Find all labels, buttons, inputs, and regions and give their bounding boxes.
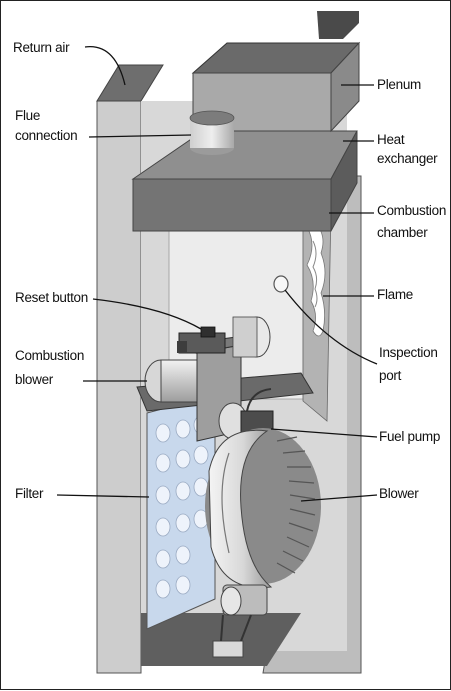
heat-exchanger-side	[330, 130, 358, 232]
label-flue-line2: connection	[15, 128, 78, 143]
plenum-flange	[317, 11, 359, 39]
label-flame: Flame	[377, 287, 414, 302]
plenum-side	[330, 41, 360, 133]
label-reset-button: Reset button	[15, 290, 88, 305]
leader-fuel-pump	[270, 428, 378, 438]
label-blower: Blower	[379, 486, 419, 501]
filter-holes	[155, 415, 209, 599]
inspection-port	[273, 275, 289, 293]
leader-blower	[300, 494, 378, 502]
blower-motor-mount	[212, 640, 244, 658]
label-inspection-port-line2: port	[379, 368, 402, 383]
flame-inner	[312, 240, 318, 308]
blower-fins	[276, 436, 316, 574]
burner-tube-body	[232, 316, 258, 358]
flame-shape	[306, 222, 326, 337]
label-return-air: Return air	[13, 40, 70, 55]
return-air-cap	[96, 64, 164, 102]
label-combustion-blower-line2: blower	[15, 372, 53, 387]
blower-motor-end	[220, 586, 242, 616]
leader-inspection	[284, 289, 378, 365]
leader-lines	[56, 46, 378, 502]
leader-filter	[56, 494, 150, 498]
label-combustion-blower-line1: Combustion	[15, 348, 85, 363]
heat-exchanger-front	[132, 178, 332, 232]
blower-scroll-edge	[221, 452, 230, 554]
fuel-line	[246, 388, 272, 412]
leader-flue	[88, 134, 192, 138]
label-plenum: Plenum	[377, 77, 421, 92]
control-terminal	[177, 341, 187, 353]
label-filter: Filter	[15, 486, 44, 501]
leader-return-air	[84, 46, 126, 86]
blower-motor-leg	[220, 614, 224, 642]
label-fuel-pump: Fuel pump	[379, 429, 441, 444]
blower-motor-leg-2	[240, 614, 252, 642]
label-flue-line1: Flue	[15, 108, 41, 123]
label-combustion-chamber-line1: Combustion	[377, 203, 447, 218]
label-heat-exchanger-line1: Heat	[377, 132, 405, 147]
plenum-top	[191, 42, 361, 74]
leader-reset	[92, 298, 202, 330]
label-inspection-port-line1: Inspection	[379, 345, 438, 360]
label-heat-exchanger-line2: exchanger	[377, 151, 438, 166]
label-combustion-chamber-line2: chamber	[377, 225, 428, 240]
reset-button-shape	[200, 326, 216, 338]
flue-pipe-top	[189, 110, 235, 126]
